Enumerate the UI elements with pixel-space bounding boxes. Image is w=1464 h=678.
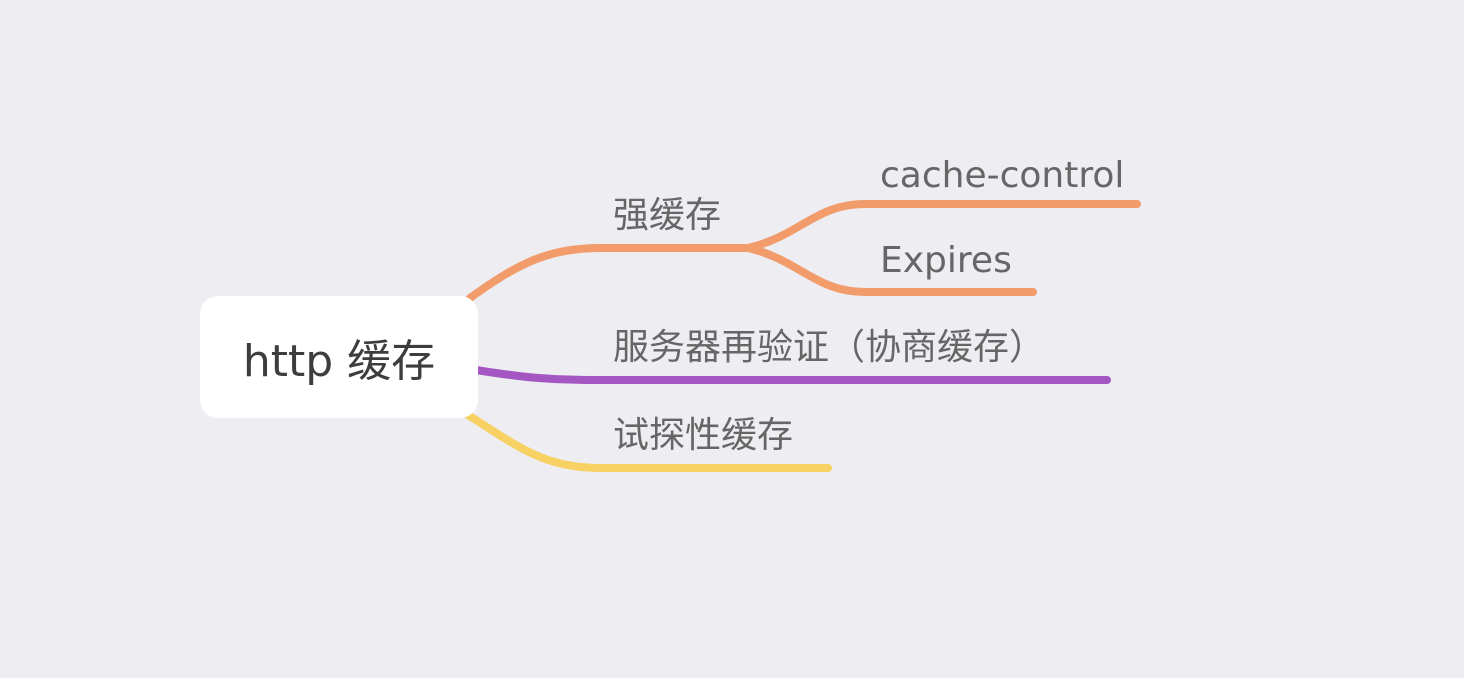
- topic-strong-cache[interactable]: 强缓存: [613, 195, 722, 236]
- root-node[interactable]: http 缓存: [200, 296, 478, 418]
- root-node-label: http 缓存: [242, 336, 436, 387]
- branch-connector-strong-cache: [466, 244, 752, 302]
- topic-revalidation[interactable]: 服务器再验证（协商缓存）: [613, 327, 1046, 368]
- sub-connector-expires: [744, 244, 1037, 296]
- branch-connector-heuristic-cache: [464, 411, 832, 472]
- topic-heuristic-cache[interactable]: 试探性缓存: [613, 415, 794, 456]
- sub-connector-cache-control: [744, 200, 1141, 252]
- subtopic-cache-control[interactable]: cache-control: [880, 155, 1125, 196]
- branch-connector-revalidation: [472, 366, 1111, 384]
- subtopic-expires[interactable]: Expires: [880, 240, 1012, 281]
